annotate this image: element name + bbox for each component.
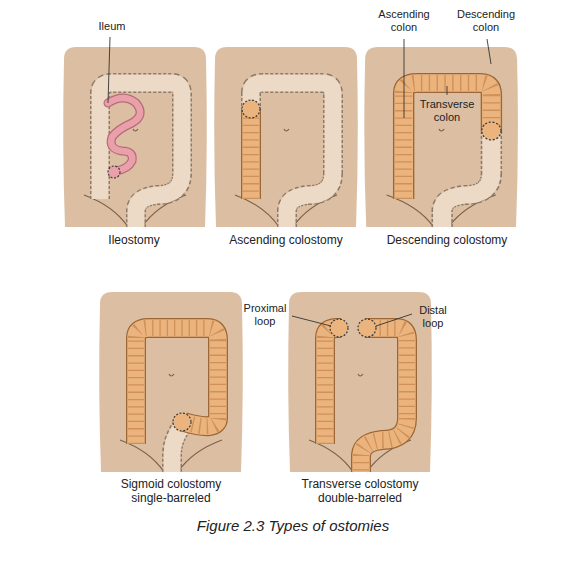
colon: [241, 111, 261, 199]
ileum: [108, 98, 140, 171]
removed-colon: [100, 83, 182, 227]
stoma: [173, 413, 191, 431]
stoma: [242, 100, 260, 118]
ileum: [108, 98, 140, 171]
leader-line: [108, 37, 110, 103]
leader-line: [292, 316, 331, 326]
ileostomy-figure: [63, 47, 207, 227]
panel-label: Transverse colostomy double-barreled: [295, 478, 425, 506]
sigmoid-colostomy-figure: [99, 292, 243, 472]
leader-line: [487, 39, 491, 64]
panel-label: Ileostomy: [79, 234, 189, 248]
stoma: [108, 166, 120, 178]
leader-line: [404, 39, 405, 118]
colon: [243, 111, 259, 199]
leader-line: [376, 314, 412, 326]
torso: [364, 47, 518, 227]
colon: [242, 111, 260, 199]
part-label: Transverse colon: [416, 98, 478, 123]
leader-lines: [108, 37, 491, 326]
torso: [99, 292, 243, 472]
part-label: Descending colon: [454, 8, 518, 33]
part-label: Ileum: [87, 20, 137, 33]
descending-colostomy-figure: [364, 47, 518, 227]
leader-line: [447, 86, 448, 95]
part-label: Distal loop: [415, 304, 451, 329]
distal-stoma: [358, 319, 376, 337]
transverse-colostomy-figure: [288, 292, 432, 472]
stoma: [482, 122, 501, 140]
part-label: Ascending colon: [375, 8, 433, 33]
removed-colon: [100, 83, 182, 227]
panel-label: Sigmoid colostomy single-barreled: [106, 478, 236, 506]
ascending-colostomy-figure: [214, 47, 358, 227]
torso: [288, 292, 432, 472]
torso: [214, 47, 358, 227]
figure-caption: Figure 2.3 Types of ostomies: [0, 517, 586, 534]
proximal-stoma: [330, 319, 348, 337]
part-label: Proximal loop: [241, 302, 289, 327]
torso: [63, 47, 207, 227]
panel-label: Ascending colostomy: [211, 234, 361, 248]
panel-label: Descending colostomy: [367, 234, 527, 248]
